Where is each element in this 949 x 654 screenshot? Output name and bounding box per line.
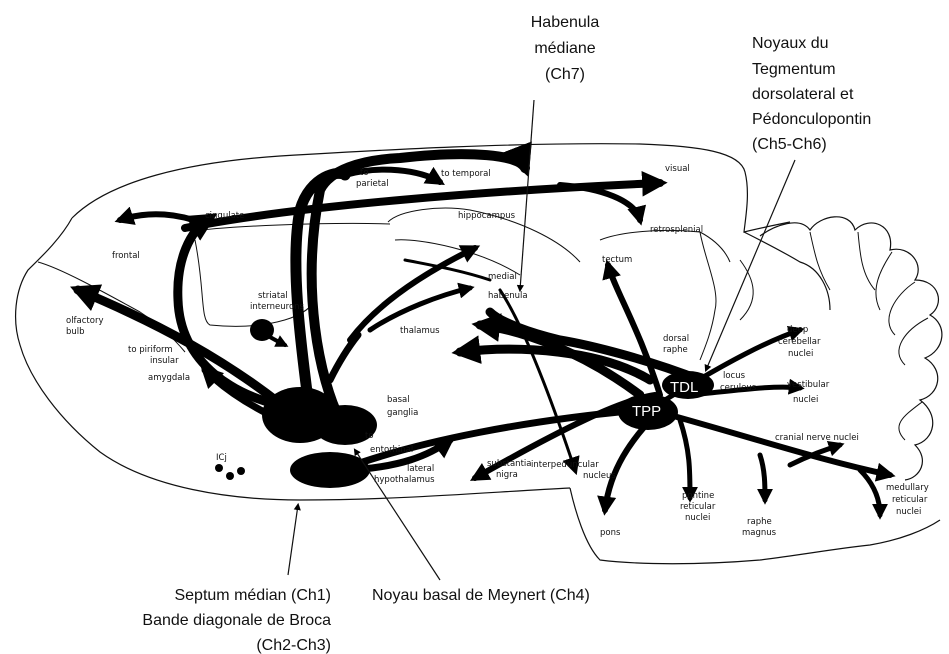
tdl-label: TDL — [670, 379, 698, 396]
annotation-habenula-line2: médiane — [534, 40, 595, 57]
annotation-noyaux-line1: Noyaux du — [752, 35, 829, 52]
label-thalamus: thalamus — [400, 326, 440, 336]
label-hippocampus: hippocampus — [458, 211, 516, 221]
label-piriform-3: amygdala — [148, 373, 190, 383]
label-visual: visual — [665, 164, 690, 174]
label-basal-1: basal — [387, 395, 410, 405]
label-pontine-2: reticular — [680, 502, 716, 512]
label-nucleus: nucleus — [583, 471, 616, 481]
annotation-septum-line1: Septum médian (Ch1) — [174, 587, 331, 604]
label-pontine-3: nuclei — [685, 513, 710, 523]
label-striatal-2: interneurons — [250, 302, 305, 312]
label-nigra: nigra — [496, 470, 518, 480]
label-vestibular-2: nuclei — [793, 395, 818, 405]
label-dorsal: dorsal — [663, 334, 689, 344]
label-substantia: substantia — [487, 459, 531, 469]
label-cingulate: cingulate — [205, 211, 244, 221]
label-deep-2: cerebellar — [778, 337, 821, 347]
label-pontine-1: pontine — [682, 491, 714, 501]
annotation-habenula-line1: Habenula — [531, 14, 600, 31]
label-vestibular-1: vestibular — [787, 380, 830, 390]
label-pons: pons — [600, 528, 621, 538]
annotation-noyaux-line5: (Ch5-Ch6) — [752, 136, 827, 153]
label-medial: medial — [488, 272, 517, 282]
label-to-parietal-2: parietal — [356, 179, 389, 189]
annotation-habenula-line3: (Ch7) — [545, 66, 585, 83]
pathways — [78, 154, 890, 515]
label-interpeduncular: interpeduncular — [531, 460, 599, 470]
label-locus: locus — [723, 371, 746, 381]
label-to-parietal-1: to — [360, 168, 369, 178]
annotation-noyaux-line4: Pédonculopontin — [752, 111, 871, 128]
annotation-septum-line2: Bande diagonale de Broca — [142, 612, 331, 629]
label-deep-1: deep — [787, 325, 808, 335]
tpp-label: TPP — [632, 403, 661, 420]
label-frontal: frontal — [112, 251, 140, 261]
label-cranial: cranial nerve nuclei — [775, 433, 859, 443]
label-medullary-3: nuclei — [896, 507, 921, 517]
striatal-blob — [250, 319, 274, 341]
label-olfactory-2: bulb — [66, 327, 85, 337]
label-medullary-2: reticular — [892, 495, 928, 505]
label-raphe: raphe — [663, 345, 688, 355]
label-habenula: habenula — [488, 291, 528, 301]
label-entorhinal-1: to — [365, 431, 374, 441]
annotation-noyaux-line3: dorsolateral et — [752, 86, 854, 103]
annotation-septum: Septum médian (Ch1) Bande diagonale de B… — [142, 587, 331, 654]
label-entorhinal-2: entorhinal — [370, 445, 413, 455]
label-basal-2: ganglia — [387, 408, 418, 418]
label-olfactory-1: olfactory — [66, 316, 104, 326]
annotation-noyaux-line2: Tegmentum — [752, 61, 836, 78]
annotation-septum-line3: (Ch2-Ch3) — [256, 637, 331, 654]
label-piriform-2: insular — [150, 356, 179, 366]
ic-dots-icon — [215, 464, 245, 480]
label-ic: ICj — [216, 453, 227, 463]
diagonal-band-blob — [290, 452, 370, 488]
label-raphe-magnus-1: raphe — [747, 517, 772, 527]
label-deep-3: nuclei — [788, 349, 813, 359]
label-to-temporal: to temporal — [441, 169, 491, 179]
annotation-meynert: Noyau basal de Meynert (Ch4) — [372, 587, 590, 604]
label-ceruleus: ceruleus — [720, 383, 757, 393]
label-retrosplenial: retrosplenial — [650, 225, 703, 235]
label-raphe-magnus-2: magnus — [742, 528, 777, 538]
label-striatal-1: striatal — [258, 291, 288, 301]
label-tectum: tectum — [602, 255, 632, 265]
label-medullary-1: medullary — [886, 483, 929, 493]
annotation-noyaux: Noyaux du Tegmentum dorsolateral et Pédo… — [752, 35, 871, 153]
label-lateral: lateral — [407, 464, 434, 474]
label-hypothalamus: hypothalamus — [374, 475, 435, 485]
label-piriform-1: to piriform — [128, 345, 173, 355]
annotation-habenula: Habenula médiane (Ch7) — [531, 14, 600, 83]
